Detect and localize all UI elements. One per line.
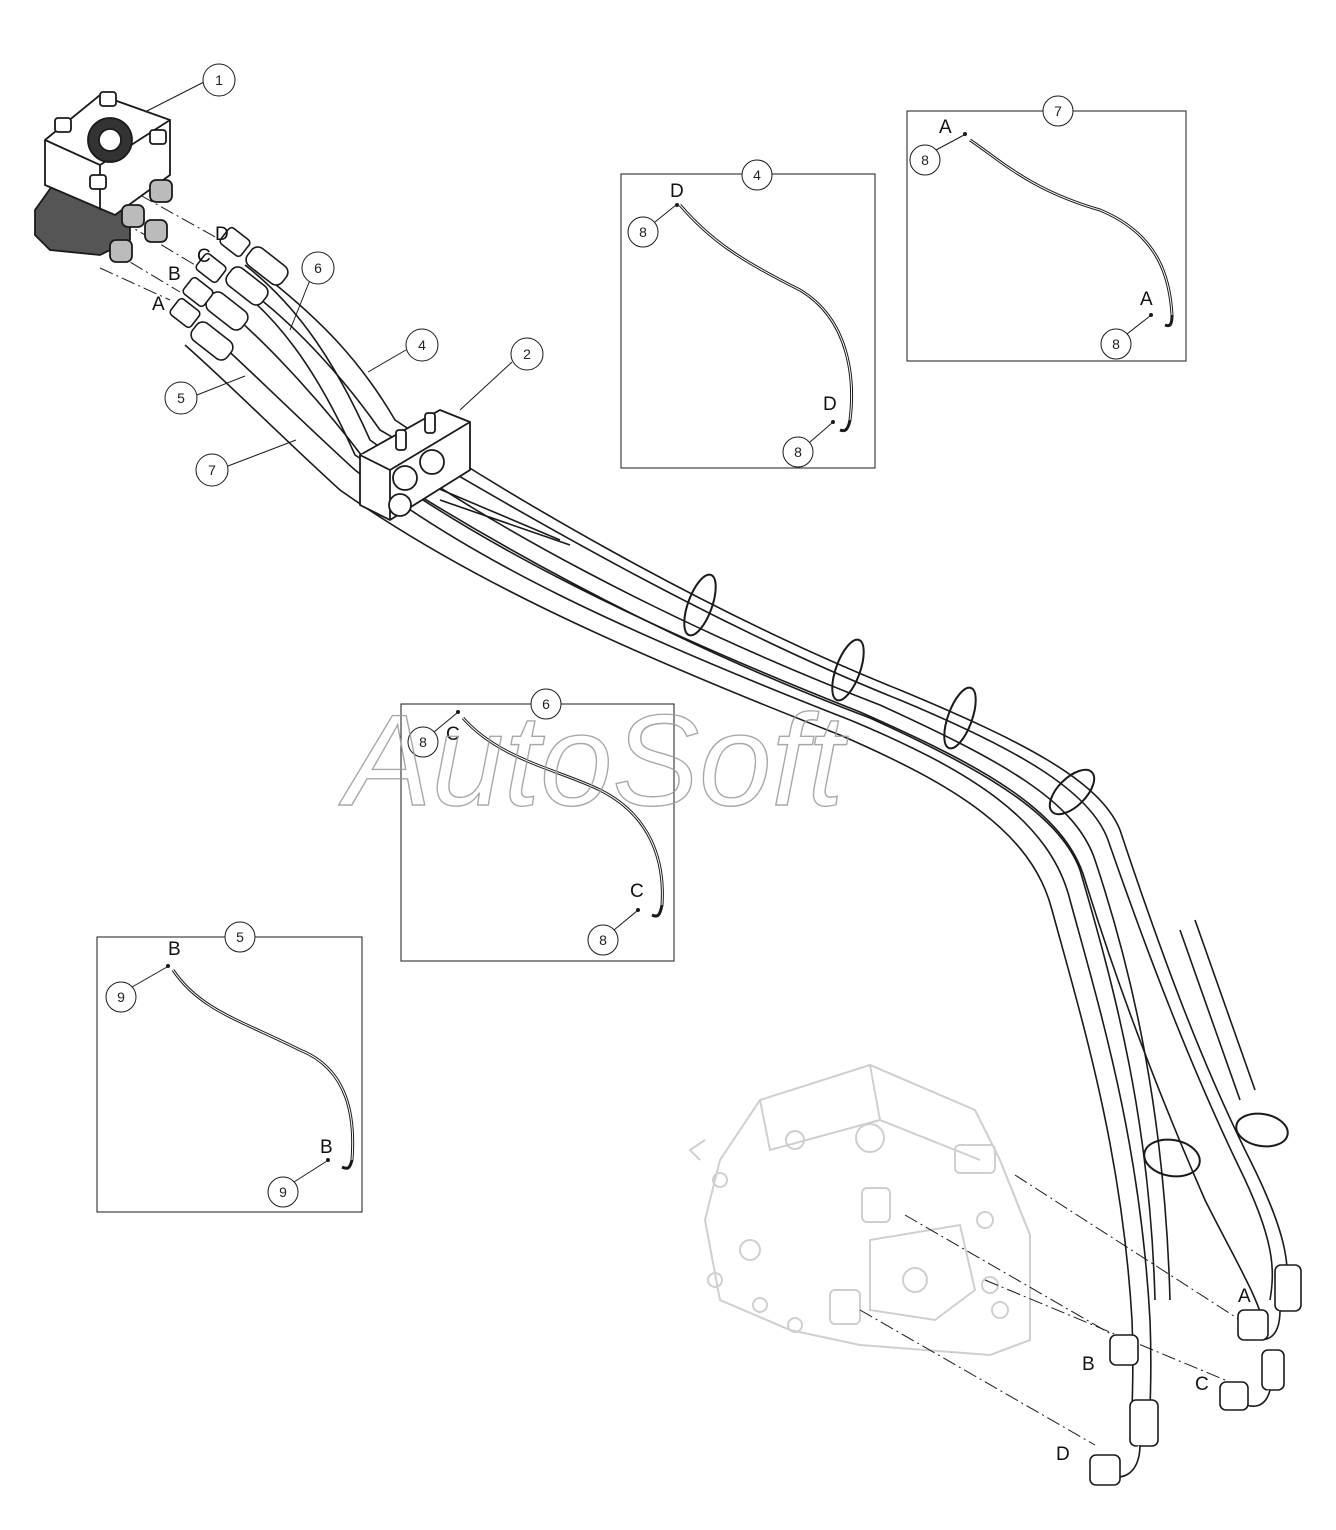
svg-text:C: C [197,246,211,267]
callout-1: 1 [202,63,236,97]
svg-text:8: 8 [794,444,802,460]
pump-port-labels: A B C D [1056,1286,1251,1465]
steering-valve [34,91,173,263]
inset-hose-7: 7 A 8 A 8 [906,95,1187,362]
svg-text:D: D [1056,1444,1070,1465]
svg-text:6: 6 [542,696,550,712]
hose-ferrules-top [169,226,289,361]
hose-clamps [683,573,1289,1178]
svg-text:8: 8 [1112,336,1120,352]
svg-text:8: 8 [419,734,427,750]
svg-text:D: D [670,181,684,202]
svg-text:1: 1 [215,72,223,88]
callout-leaders [144,81,513,467]
hose-fittings-bottom [1089,1264,1302,1486]
svg-text:9: 9 [279,1184,287,1200]
svg-text:8: 8 [639,224,647,240]
svg-text:8: 8 [921,152,929,168]
svg-text:4: 4 [753,167,761,183]
svg-text:B: B [1082,1354,1095,1375]
hose-bundle [184,264,1289,1441]
svg-text:7: 7 [208,462,216,478]
inset-hose-5: 5 B 9 B 9 [96,921,363,1213]
svg-text:C: C [630,881,644,902]
callout-2: 2 [510,337,544,371]
pump-assembly-ghost [688,1063,1031,1357]
valve-port-labels: D C B A [152,224,229,315]
svg-text:A: A [1140,289,1153,310]
callout-5: 5 [164,381,198,415]
callout-7: 7 [195,453,229,487]
svg-text:7: 7 [1054,103,1062,119]
svg-text:D: D [823,394,837,415]
clamp-block [359,409,471,522]
svg-text:B: B [320,1137,333,1158]
svg-text:6: 6 [314,260,322,276]
svg-text:B: B [168,939,181,960]
svg-text:C: C [1195,1374,1209,1395]
callout-6: 6 [301,251,335,285]
svg-text:2: 2 [523,346,531,362]
inset-hose-4: 4 D 8 D 8 [620,159,876,469]
autosoft-watermark: AutoSoft [338,687,849,833]
svg-text:A: A [939,117,952,138]
svg-text:A: A [1238,1286,1251,1307]
svg-text:9: 9 [117,989,125,1005]
svg-text:B: B [168,264,181,285]
svg-text:8: 8 [599,932,607,948]
svg-text:A: A [152,294,165,315]
svg-text:4: 4 [418,337,426,353]
svg-text:5: 5 [177,390,185,406]
callout-4: 4 [405,328,439,362]
inset-hose-6: 6 8 C C 8 [400,688,675,962]
svg-text:C: C [446,724,460,745]
svg-text:5: 5 [236,929,244,945]
svg-text:D: D [215,224,229,245]
